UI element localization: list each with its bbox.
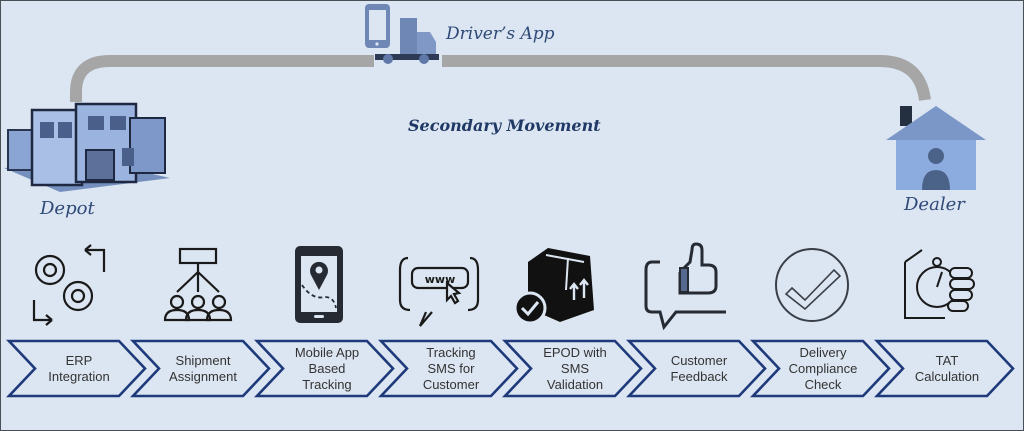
drivers-app-label: Driver’s App: [446, 24, 555, 44]
process-step-label: Customer Feedback: [670, 353, 728, 384]
dealer-label: Dealer: [904, 194, 965, 215]
process-step-chevron: [873, 339, 1015, 398]
process-step-chevron: [749, 339, 891, 398]
process-step-chevron: [253, 339, 395, 398]
phone-location-icon: [295, 246, 343, 323]
diagram-title: Secondary Movement: [408, 116, 601, 135]
stopwatch-hand-icon: [904, 249, 975, 319]
process-step-label: EPOD with SMS Validation: [543, 345, 607, 392]
process-step-chevron: [625, 339, 767, 398]
process-step-label: Tracking SMS for Customer: [422, 345, 480, 392]
svg-text:www: www: [425, 273, 456, 286]
thumbs-up-chat-icon: [644, 242, 726, 331]
process-step-label: TAT Calculation: [914, 353, 980, 384]
process-step-label: Shipment Assignment: [169, 353, 237, 384]
dealer-house-icon: [886, 106, 986, 190]
process-step-chevron: [5, 339, 147, 398]
depot-building-icon: [4, 102, 170, 192]
gears-sync-icon: [32, 244, 106, 326]
check-circle-icon: [775, 248, 849, 322]
process-chevrons: [5, 339, 1015, 398]
driver-app-truck-icon: [365, 4, 439, 64]
package-check-icon: [513, 248, 594, 325]
process-step-chevron: [501, 339, 643, 398]
hierarchy-assign-icon: [163, 247, 233, 322]
process-step-label: Delivery Compliance Check: [788, 345, 858, 392]
depot-label: Depot: [40, 198, 95, 219]
process-step-label: Mobile App Based Tracking: [294, 345, 360, 392]
www-message-icon: www: [398, 256, 480, 327]
process-step-label: ERP Integration: [48, 353, 110, 384]
road-path: [70, 55, 931, 102]
process-step-chevron: [129, 339, 271, 398]
process-step-chevron: [377, 339, 519, 398]
